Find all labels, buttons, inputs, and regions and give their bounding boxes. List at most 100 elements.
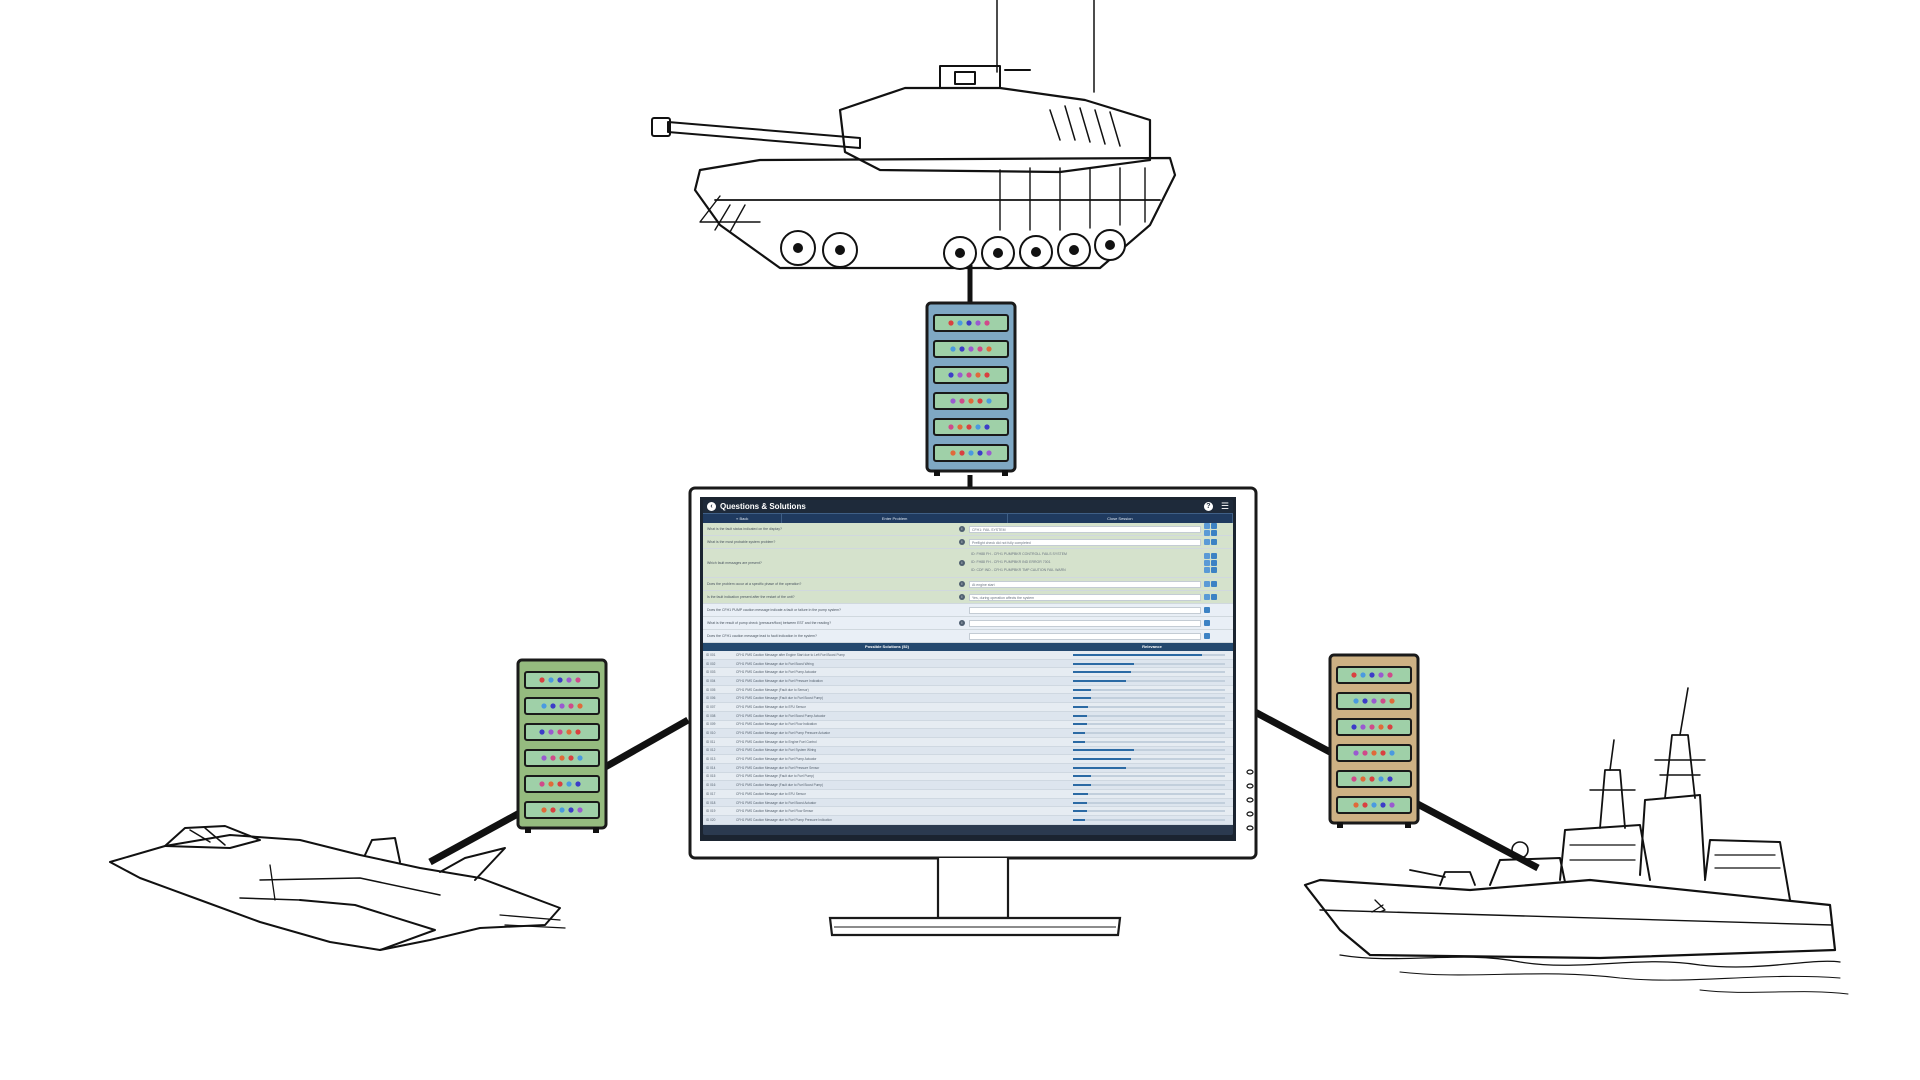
edit-answer-button[interactable] xyxy=(1204,581,1210,587)
solution-text: CFH1 PMS Caution Message due to Fuel Boo… xyxy=(736,661,814,666)
solution-text: CFH1 PMS Caution Message due to Engine F… xyxy=(736,739,817,744)
solution-row[interactable]: ID 020 CFH1 PMS Caution Message due to Fu… xyxy=(703,816,1233,825)
select-answer-button[interactable] xyxy=(1211,581,1217,587)
edit-answer-button[interactable] xyxy=(1204,594,1210,600)
link-left-server-jet xyxy=(428,806,527,866)
status-led xyxy=(557,677,563,683)
tab-enter-problem[interactable]: Enter Problem xyxy=(782,514,1008,523)
select-answer-button[interactable] xyxy=(1211,560,1217,566)
relevance-track xyxy=(1073,749,1225,752)
info-icon xyxy=(959,633,965,639)
status-led xyxy=(557,729,563,735)
relevance-bar xyxy=(1073,801,1087,804)
solution-text: CFH1 PMS Caution Message due to Fuel Pum… xyxy=(736,670,817,675)
edit-answer-button[interactable] xyxy=(1204,522,1210,529)
answer-field[interactable]: At engine start xyxy=(969,580,1201,588)
status-led xyxy=(984,372,990,378)
answer-field[interactable]: CFH1: FAIL SYSTEM xyxy=(969,525,1201,533)
status-led xyxy=(1378,672,1384,678)
status-led xyxy=(575,781,581,787)
tab-close-session[interactable]: Close Session xyxy=(1008,514,1233,523)
status-led xyxy=(550,807,556,813)
edit-answer-button[interactable] xyxy=(1204,529,1210,536)
select-answer-button[interactable] xyxy=(1204,607,1210,613)
select-answer-button[interactable] xyxy=(1211,567,1217,573)
action-tabs: « Back Enter Problem Close Session xyxy=(703,513,1233,523)
edit-answer-button[interactable] xyxy=(1204,560,1210,566)
answer-field[interactable] xyxy=(969,632,1201,640)
solution-text: CFH1 PMS Caution Message due to Fuel Pum… xyxy=(736,817,833,822)
select-answer-button[interactable] xyxy=(1211,529,1217,536)
edit-answer-button[interactable] xyxy=(1204,567,1210,573)
back-arrow-icon[interactable]: ‹ xyxy=(707,502,716,511)
answer-field[interactable]: Preflight check did not fully completed xyxy=(969,538,1201,546)
info-icon[interactable]: i xyxy=(959,539,965,545)
info-icon[interactable]: i xyxy=(959,594,965,600)
info-icon[interactable]: i xyxy=(959,581,965,587)
status-led xyxy=(1371,750,1377,756)
status-led xyxy=(1380,750,1386,756)
answer-field[interactable]: ID: FH88 FH - CFH1 PUMPBKR CONTROLL FAIL… xyxy=(969,551,1201,575)
relevance-track xyxy=(1073,723,1225,726)
relevance-track xyxy=(1073,688,1225,691)
select-answer-button[interactable] xyxy=(1204,620,1210,626)
question-row: Does the problem occur at a specific pha… xyxy=(703,578,1233,591)
status-led xyxy=(959,346,965,352)
solution-id: ID 020 xyxy=(706,817,716,822)
status-led xyxy=(1387,672,1393,678)
app-header: ‹ Questions & Solutions ? ☰ xyxy=(703,500,1233,513)
question-list: What is the fault status indicated on th… xyxy=(703,522,1233,643)
tab-back[interactable]: « Back xyxy=(703,514,783,523)
answer-buttons xyxy=(1204,633,1210,639)
status-led xyxy=(548,781,554,787)
question-text: What is the result of pump check (pressu… xyxy=(707,621,832,625)
status-led xyxy=(550,703,556,709)
select-answer-button[interactable] xyxy=(1211,522,1217,529)
status-led xyxy=(1369,724,1375,730)
help-icon[interactable]: ? xyxy=(1203,502,1213,511)
solution-text: CFH1 PMS Caution Message due to Fuel Sys… xyxy=(736,748,817,753)
info-icon[interactable]: i xyxy=(959,526,965,532)
answer-field[interactable] xyxy=(969,619,1201,627)
solution-id: ID 004 xyxy=(706,678,716,683)
status-led xyxy=(950,346,956,352)
hamburger-menu-icon[interactable]: ☰ xyxy=(1220,501,1229,511)
edit-answer-button[interactable] xyxy=(1204,539,1210,545)
relevance-track xyxy=(1073,714,1225,717)
select-answer-button[interactable] xyxy=(1211,594,1217,600)
answer-field[interactable] xyxy=(969,606,1201,614)
select-answer-button[interactable] xyxy=(1204,633,1210,639)
select-answer-button[interactable] xyxy=(1211,539,1217,545)
select-answer-button[interactable] xyxy=(1211,553,1217,559)
relevance-bar xyxy=(1073,662,1134,665)
status-led xyxy=(986,450,992,456)
solution-text: CFH1 PMS Caution Message after Engine St… xyxy=(736,652,845,657)
relevance-bar xyxy=(1073,758,1131,761)
info-icon[interactable]: i xyxy=(959,560,965,566)
relevance-track xyxy=(1073,697,1225,700)
info-icon[interactable]: i xyxy=(959,620,965,626)
edit-answer-button[interactable] xyxy=(1204,553,1210,559)
status-led xyxy=(975,372,981,378)
answer-field[interactable]: Yes, during operation affects the system xyxy=(969,593,1201,601)
